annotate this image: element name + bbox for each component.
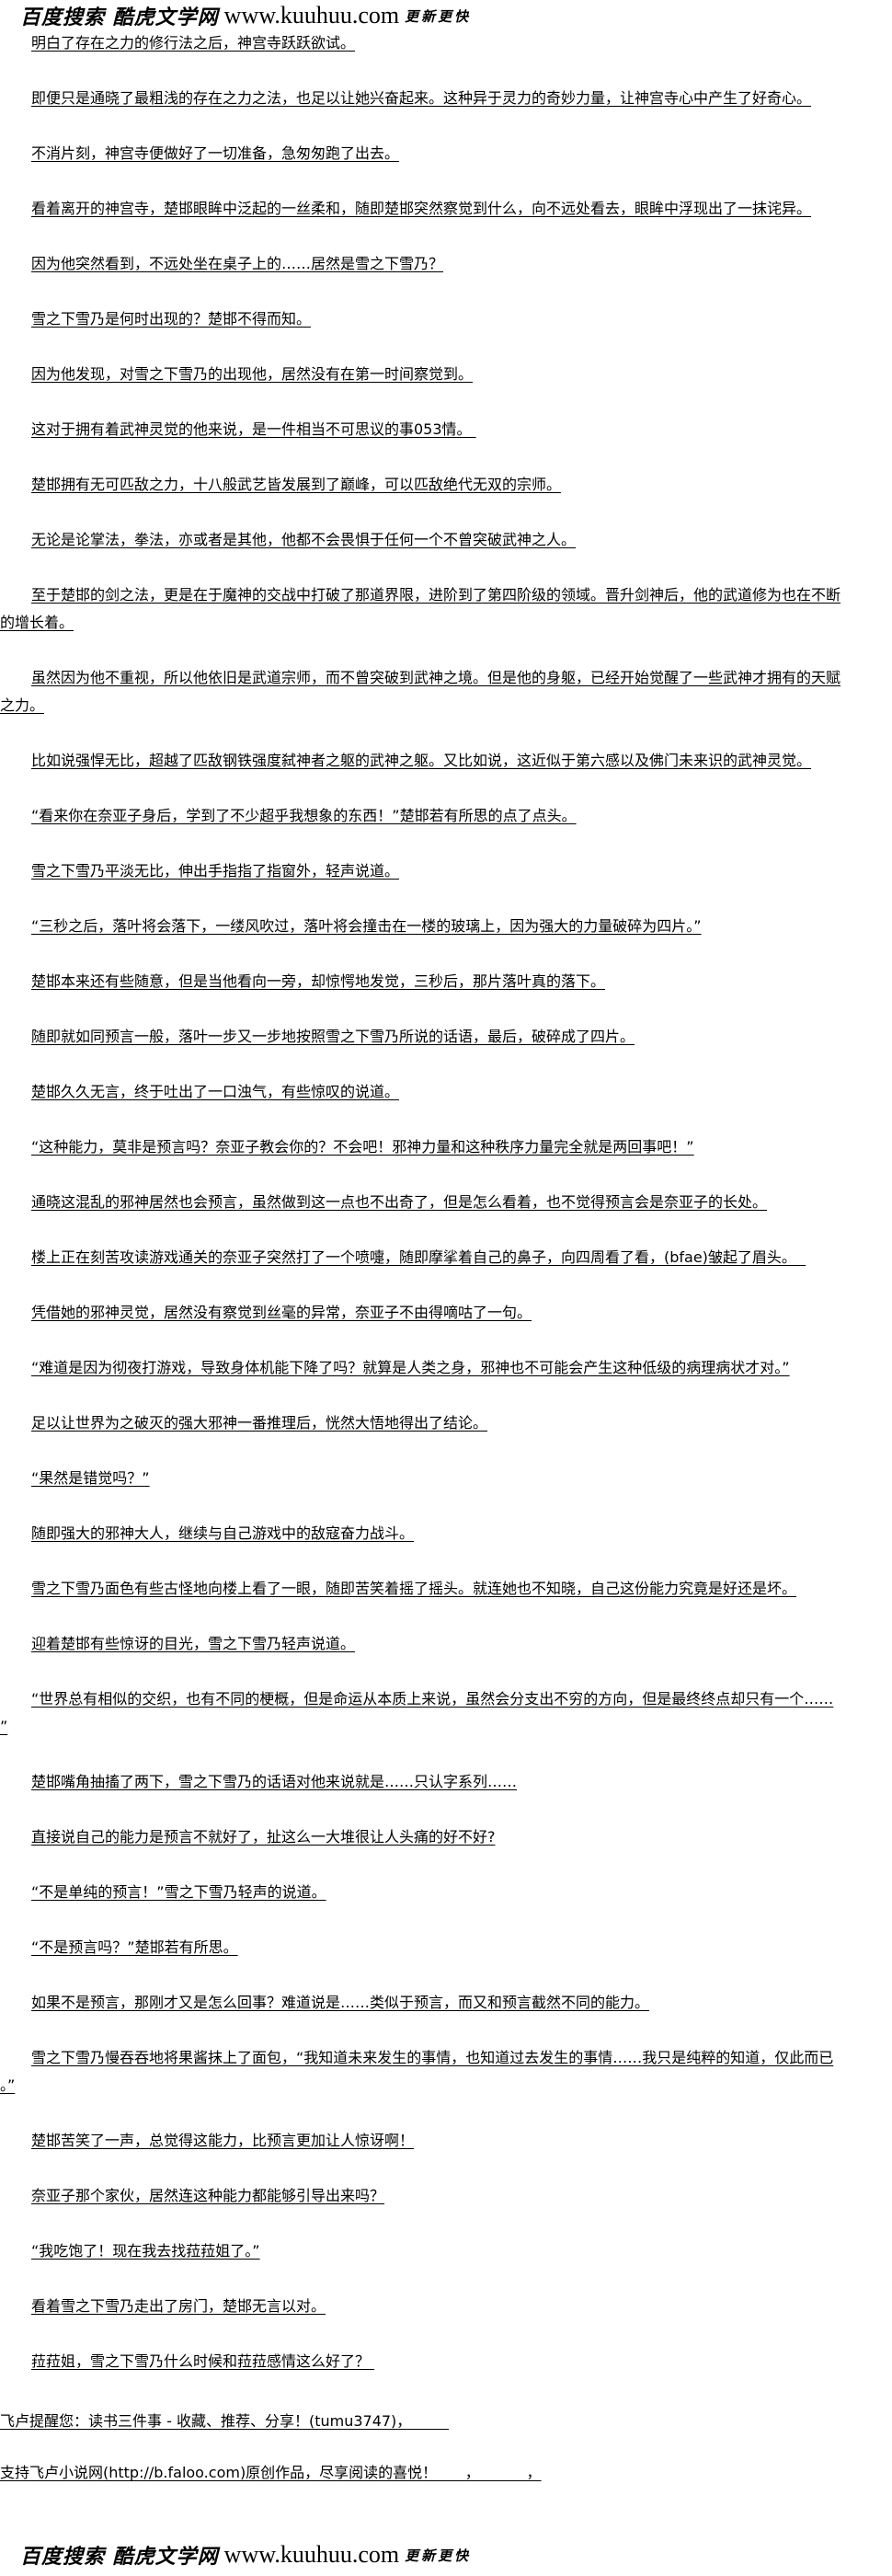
- paragraph-line: 的增长着。: [0, 614, 74, 631]
- paragraph-line: 不消片刻，神宫寺便做好了一切准备，急匆匆跑了出去。: [31, 144, 400, 162]
- footer-line: 飞卢提醒您：读书三件事 - 收藏、推荐、分享！(tumu3747)，: [0, 2412, 449, 2430]
- paragraph: 虽然因为他不重视，所以他依旧是武道宗师，而不曾突破到武神之境。但是他的身躯，已经…: [0, 664, 892, 719]
- banner-slogan: 更新更快: [405, 7, 472, 25]
- paragraph-line: 看着离开的神宫寺，楚邯眼眸中泛起的一丝柔和，随即楚邯突然察觉到什么，向不远处看去…: [31, 200, 812, 217]
- paragraph-line: 雪之下雪乃慢吞吞地将果酱抹上了面包，“我知道未来发生的事情，也知道过去发生的事情…: [31, 2049, 834, 2066]
- paragraph-line: “我吃饱了！现在我去找菈菈姐了。”: [31, 2242, 260, 2260]
- paragraph-line: 至于楚邯的剑之法，更是在于魔神的交战中打破了那道界限，进阶到了第四阶级的领域。晋…: [31, 586, 841, 604]
- paragraph-line: 迎着楚邯有些惊讶的目光，雪之下雪乃轻声说道。: [31, 1635, 356, 1652]
- paragraph-line: 雪之下雪乃平淡无比，伸出手指指了指窗外，轻声说道。: [31, 862, 400, 880]
- paragraph-line: 之力。: [0, 696, 45, 714]
- banner-slogan: 更新更快: [405, 2547, 472, 2564]
- paragraph: 因为他发现，对雪之下雪乃的出现他，居然没有在第一时间察觉到。: [0, 361, 892, 388]
- paragraph: 因为他突然看到，不远处坐在桌子上的……居然是雪之下雪乃？: [0, 250, 892, 278]
- paragraph-line: 如果不是预言，那刚才又是怎么回事？难道说是……类似于预言，而又和预言截然不同的能…: [31, 1994, 650, 2011]
- paragraph: “世界总有相似的交织，也有不同的梗概，但是命运从本质上来说，虽然会分支出不穷的方…: [0, 1685, 892, 1741]
- paragraph-line: 随即强大的邪神大人，继续与自己游戏中的敌寇奋力战斗。: [31, 1524, 415, 1542]
- paragraph: 看着离开的神宫寺，楚邯眼眸中泛起的一丝柔和，随即楚邯突然察觉到什么，向不远处看去…: [0, 195, 892, 223]
- paragraph: 不消片刻，神宫寺便做好了一切准备，急匆匆跑了出去。: [0, 140, 892, 167]
- paragraph: 奈亚子那个家伙，居然连这种能力都能够引导出来吗？: [0, 2182, 892, 2210]
- paragraph: 通晓这混乱的邪神居然也会预言，虽然做到这一点也不出奇了，但是怎么看着，也不觉得预…: [0, 1189, 892, 1216]
- paragraph-line: 看着雪之下雪乃走出了房门，楚邯无言以对。: [31, 2297, 326, 2315]
- paragraph-line: 楚邯久久无言，终于吐出了一口浊气，有些惊叹的说道。: [31, 1083, 400, 1100]
- paragraph: “我吃饱了！现在我去找菈菈姐了。”: [0, 2237, 892, 2265]
- paragraph: 直接说自己的能力是预言不就好了，扯这么一大堆很让人头痛的好不好?: [0, 1823, 892, 1851]
- paragraph: 如果不是预言，那刚才又是怎么回事？难道说是……类似于预言，而又和预言截然不同的能…: [0, 1989, 892, 2017]
- paragraph: 随即强大的邪神大人，继续与自己游戏中的敌寇奋力战斗。: [0, 1520, 892, 1547]
- paragraph: 凭借她的邪神灵觉，居然没有察觉到丝毫的异常，奈亚子不由得嘀咕了一句。: [0, 1299, 892, 1327]
- paragraph: 楚邯久久无言，终于吐出了一口浊气，有些惊叹的说道。: [0, 1078, 892, 1106]
- paragraph: 至于楚邯的剑之法，更是在于魔神的交战中打破了那道界限，进阶到了第四阶级的领域。晋…: [0, 581, 892, 637]
- paragraph: 即便只是通晓了最粗浅的存在之力之法，也足以让她兴奋起来。这种异于灵力的奇妙力量，…: [0, 85, 892, 112]
- paragraph-line: 明白了存在之力的修行法之后，神宫寺跃跃欲试。: [31, 34, 356, 52]
- banner-site-name: 百度搜索 酷虎文学网: [20, 2545, 219, 2569]
- paragraph-line: 随即就如同预言一般，落叶一步又一步地按照雪之下雪乃所说的话语，最后，破碎成了四片…: [31, 1028, 635, 1045]
- paragraph-line: 雪之下雪乃是何时出现的？楚邯不得而知。: [31, 310, 312, 328]
- paragraph-line: 因为他发现，对雪之下雪乃的出现他，居然没有在第一时间察觉到。: [31, 365, 474, 383]
- paragraph: “难道是因为彻夜打游戏，导致身体机能下降了吗？就算是人类之身，邪神也不可能会产生…: [0, 1354, 892, 1382]
- paragraph: 楼上正在刻苦攻读游戏通关的奈亚子突然打了一个喷嚏，随即摩挲着自己的鼻子，向四周看…: [0, 1244, 892, 1271]
- paragraph-line: “不是预言吗？”楚邯若有所思。: [31, 1938, 238, 1956]
- paragraph: 这对于拥有着武神灵觉的他来说，是一件相当不可思议的事053情。: [0, 416, 892, 443]
- paragraph: 足以让世界为之破灭的强大邪神一番推理后，恍然大悟地得出了结论。: [0, 1409, 892, 1437]
- paragraph-line: 。”: [0, 2076, 16, 2094]
- paragraph: 雪之下雪乃面色有些古怪地向楼上看了一眼，随即苦笑着摇了摇头。就连她也不知晓，自己…: [0, 1575, 892, 1603]
- paragraph: 菈菈姐，雪之下雪乃什么时候和菈菈感情这么好了？: [0, 2348, 892, 2375]
- paragraph: 楚邯本来还有些随意，但是当他看向一旁，却惊愕地发觉，三秒后，那片落叶真的落下。: [0, 968, 892, 995]
- paragraph-line: 楚邯拥有无可匹敌之力，十八般武艺皆发展到了巅峰，可以匹敌绝代无双的宗师。: [31, 476, 562, 493]
- footer-reminder: 飞卢提醒您：读书三件事 - 收藏、推荐、分享！(tumu3747)，: [0, 2408, 892, 2435]
- paragraph-line: 直接说自己的能力是预言不就好了，扯这么一大堆很让人头痛的好不好?: [31, 1828, 496, 1846]
- site-banner-bottom[interactable]: 百度搜索 酷虎文学网 www.kuuhuu.com 更新更快: [20, 2541, 472, 2569]
- paragraph: “不是预言吗？”楚邯若有所思。: [0, 1934, 892, 1961]
- banner-url[interactable]: www.kuuhuu.com: [223, 2541, 400, 2568]
- paragraph-line: 无论是论掌法，拳法，亦或者是其他，他都不会畏惧于任何一个不曾突破武神之人。: [31, 531, 577, 548]
- paragraph: “这种能力，莫非是预言吗？奈亚子教会你的？不会吧！邪神力量和这种秩序力量完全就是…: [0, 1133, 892, 1161]
- paragraph-line: 楚邯苦笑了一声，总觉得这能力，比预言更加让人惊讶啊！: [31, 2132, 415, 2149]
- paragraph-line: “看来你在奈亚子身后，学到了不少超乎我想象的东西！”楚邯若有所思的点了点头。: [31, 807, 577, 824]
- paragraph-line: 通晓这混乱的邪神居然也会预言，虽然做到这一点也不出奇了，但是怎么看着，也不觉得预…: [31, 1193, 768, 1211]
- paragraph-line: “三秒之后，落叶将会落下，一缕风吹过，落叶将会撞击在一楼的玻璃上，因为强大的力量…: [31, 917, 702, 935]
- paragraph-line: 雪之下雪乃面色有些古怪地向楼上看了一眼，随即苦笑着摇了摇头。就连她也不知晓，自己…: [31, 1580, 797, 1597]
- paragraph-line: 奈亚子那个家伙，居然连这种能力都能够引导出来吗？: [31, 2187, 385, 2204]
- paragraph: 明白了存在之力的修行法之后，神宫寺跃跃欲试。: [0, 29, 892, 57]
- paragraph: “看来你在奈亚子身后，学到了不少超乎我想象的东西！”楚邯若有所思的点了点头。: [0, 802, 892, 830]
- paragraph: 楚邯嘴角抽搐了两下，雪之下雪乃的话语对他来说就是……只认字系列……: [0, 1768, 892, 1796]
- paragraph-line: 楚邯本来还有些随意，但是当他看向一旁，却惊愕地发觉，三秒后，那片落叶真的落下。: [31, 972, 606, 990]
- paragraph-line: 凭借她的邪神灵觉，居然没有察觉到丝毫的异常，奈亚子不由得嘀咕了一句。: [31, 1304, 532, 1321]
- paragraph-line: 比如说强悍无比，超越了匹敌钢铁强度弑神者之躯的武神之躯。又比如说，这近似于第六感…: [31, 752, 812, 769]
- paragraph-line: 因为他突然看到，不远处坐在桌子上的……居然是雪之下雪乃？: [31, 255, 444, 272]
- paragraph: 无论是论掌法，拳法，亦或者是其他，他都不会畏惧于任何一个不曾突破武神之人。: [0, 526, 892, 554]
- paragraph: 看着雪之下雪乃走出了房门，楚邯无言以对。: [0, 2293, 892, 2320]
- paragraph: 随即就如同预言一般，落叶一步又一步地按照雪之下雪乃所说的话语，最后，破碎成了四片…: [0, 1023, 892, 1051]
- banner-site-name: 百度搜索 酷虎文学网: [20, 6, 219, 29]
- paragraph-line: “难道是因为彻夜打游戏，导致身体机能下降了吗？就算是人类之身，邪神也不可能会产生…: [31, 1359, 790, 1376]
- paragraph-line: 菈菈姐，雪之下雪乃什么时候和菈菈感情这么好了？: [31, 2352, 375, 2370]
- paragraph-line: “这种能力，莫非是预言吗？奈亚子教会你的？不会吧！邪神力量和这种秩序力量完全就是…: [31, 1138, 694, 1156]
- paragraph-line: 足以让世界为之破灭的强大邪神一番推理后，恍然大悟地得出了结论。: [31, 1414, 488, 1432]
- paragraph-line: 楼上正在刻苦攻读游戏通关的奈亚子突然打了一个喷嚏，随即摩挲着自己的鼻子，向四周看…: [31, 1248, 806, 1266]
- banner-url[interactable]: www.kuuhuu.com: [223, 2, 400, 29]
- paragraph: 迎着楚邯有些惊讶的目光，雪之下雪乃轻声说道。: [0, 1630, 892, 1658]
- paragraph-line: “果然是错觉吗？”: [31, 1469, 150, 1487]
- paragraph-line: 楚邯嘴角抽搐了两下，雪之下雪乃的话语对他来说就是……只认字系列……: [31, 1773, 518, 1790]
- paragraph: 楚邯苦笑了一声，总觉得这能力，比预言更加让人惊讶啊！: [0, 2127, 892, 2155]
- paragraph-line: 这对于拥有着武神灵觉的他来说，是一件相当不可思议的事053情。: [31, 420, 476, 438]
- site-banner-top[interactable]: 百度搜索 酷虎文学网 www.kuuhuu.com 更新更快: [20, 2, 472, 29]
- paragraph: 雪之下雪乃慢吞吞地将果酱抹上了面包，“我知道未来发生的事情，也知道过去发生的事情…: [0, 2044, 892, 2099]
- paragraph: 比如说强悍无比，超越了匹敌钢铁强度弑神者之躯的武神之躯。又比如说，这近似于第六感…: [0, 747, 892, 775]
- paragraph-line: “世界总有相似的交织，也有不同的梗概，但是命运从本质上来说，虽然会分支出不穷的方…: [31, 1690, 834, 1708]
- paragraph-line: ”: [0, 1718, 8, 1735]
- paragraph-line: 即便只是通晓了最粗浅的存在之力之法，也足以让她兴奋起来。这种异于灵力的奇妙力量，…: [31, 89, 812, 107]
- paragraph-line: “不是单纯的预言！”雪之下雪乃轻声的说道。: [31, 1883, 326, 1901]
- paragraph: 雪之下雪乃平淡无比，伸出手指指了指窗外，轻声说道。: [0, 857, 892, 885]
- paragraph: “果然是错觉吗？”: [0, 1465, 892, 1492]
- paragraph: “三秒之后，落叶将会落下，一缕风吹过，落叶将会撞击在一楼的玻璃上，因为强大的力量…: [0, 913, 892, 940]
- footer-line[interactable]: 支持飞卢小说网(http://b.faloo.com)原创作品，尽享阅读的喜悦！…: [0, 2464, 542, 2481]
- paragraph-line: 虽然因为他不重视，所以他依旧是武道宗师，而不曾突破到武神之境。但是他的身躯，已经…: [31, 669, 841, 686]
- paragraph: 雪之下雪乃是何时出现的？楚邯不得而知。: [0, 305, 892, 333]
- chapter-text: 明白了存在之力的修行法之后，神宫寺跃跃欲试。即便只是通晓了最粗浅的存在之力之法，…: [0, 29, 892, 2511]
- paragraph: 楚邯拥有无可匹敌之力，十八般武艺皆发展到了巅峰，可以匹敌绝代无双的宗师。: [0, 471, 892, 499]
- paragraph: “不是单纯的预言！”雪之下雪乃轻声的说道。: [0, 1879, 892, 1906]
- footer-support-link[interactable]: 支持飞卢小说网(http://b.faloo.com)原创作品，尽享阅读的喜悦！…: [0, 2459, 892, 2487]
